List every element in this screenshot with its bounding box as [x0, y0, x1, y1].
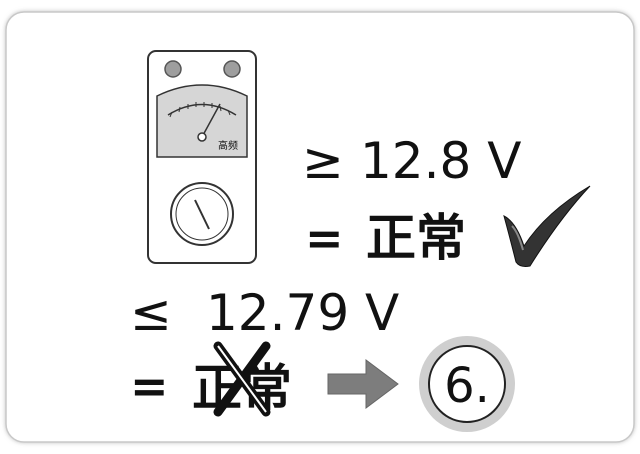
check-mark-highlight [511, 225, 524, 251]
result-normal-low: 正常 [192, 359, 292, 417]
meter-needle-pivot [197, 132, 207, 142]
meter-knob-pointer [194, 199, 210, 230]
step-badge: 6. [419, 336, 515, 432]
condition-high: ≥ 12.8 V = 正常 [302, 132, 591, 267]
condition-low: ≤ 12.79 V = 正常 [130, 284, 399, 417]
arrow-right-icon [327, 359, 399, 409]
meter-scale-arc [167, 103, 237, 116]
cross-mark-icon [213, 341, 271, 417]
voltage-threshold-high: 12.8 V [360, 132, 521, 190]
meter-terminal-left [164, 60, 182, 78]
meter-needle [201, 103, 221, 138]
step-circle-inner [428, 345, 506, 423]
less-equal-symbol: ≤ [130, 284, 172, 342]
equals-sign-low: = [130, 359, 169, 413]
result-normal-high: 正常 [366, 209, 466, 267]
meter-terminal-right [223, 60, 241, 78]
voltage-threshold-low: 12.79 V [206, 284, 399, 342]
meter-device: 高频 [147, 50, 257, 264]
greater-equal-symbol: ≥ [302, 132, 344, 190]
equals-sign-high: = [305, 211, 344, 265]
meter-label: 高频 [218, 139, 238, 152]
check-mark-icon [503, 185, 591, 267]
meter-dial-window [156, 84, 248, 158]
meter-scale-ticks [169, 102, 231, 118]
step-number: 6. [444, 358, 490, 414]
